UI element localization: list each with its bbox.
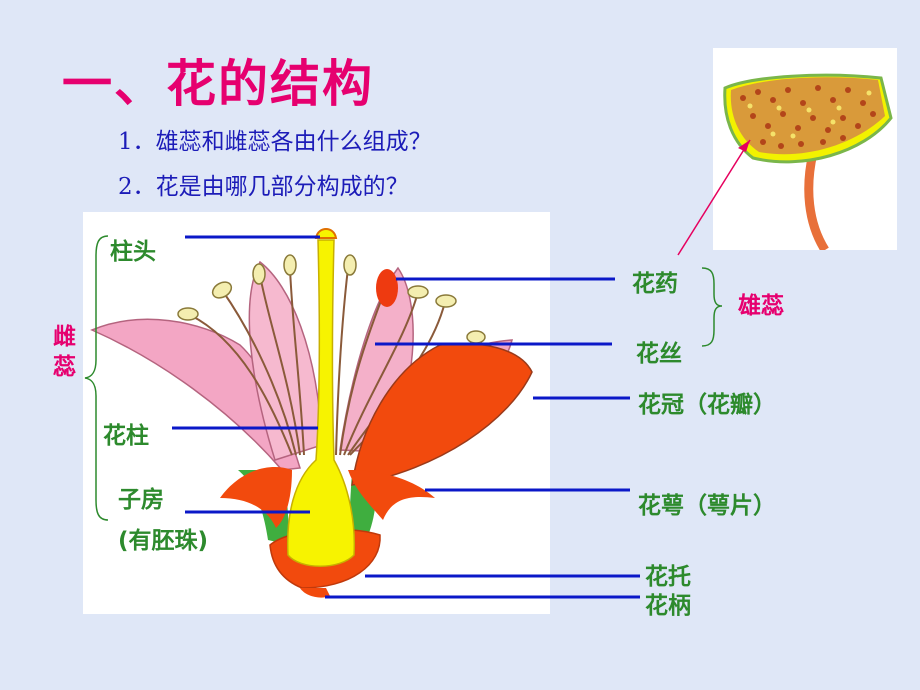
inset-arrowhead [738, 140, 750, 152]
anther-closeup-illustration [723, 73, 893, 253]
anthers [177, 254, 486, 344]
label-pistil-char-2: 蕊 [53, 354, 76, 380]
pointer-lines [172, 235, 640, 599]
pistil-bracket [84, 235, 109, 521]
question-2: 2．花是由哪几部分构成的？ [118, 174, 409, 200]
label-ovary: 子房 [118, 487, 164, 513]
label-calyx: 花萼（萼片） [638, 493, 776, 519]
label-style: 花柱 [103, 423, 149, 449]
label-corolla: 花冠（花瓣） [638, 392, 776, 418]
label-anther: 花药 [632, 271, 678, 297]
label-stigma: 柱头 [110, 239, 156, 265]
label-ovule: (有胚珠) [118, 528, 209, 554]
page-title: 一、花的结构 [62, 54, 374, 113]
pistil [286, 239, 356, 567]
orange-sepal-left [220, 467, 292, 528]
label-pistil-char-1: 雌 [53, 324, 76, 350]
red-anther [376, 269, 398, 307]
label-pedicel: 花柄 [645, 593, 691, 619]
label-stamen: 雄蕊 [738, 293, 784, 319]
stigma [314, 228, 338, 239]
pedicel [300, 588, 330, 598]
orange-sepal-right [348, 470, 435, 520]
label-filament: 花丝 [636, 341, 682, 367]
red-petal [351, 342, 533, 486]
question-1: 1．雄蕊和雌蕊各由什么组成？ [118, 129, 432, 155]
inset-arrow [677, 139, 751, 256]
stamen-bracket [701, 267, 723, 347]
label-receptacle: 花托 [645, 564, 691, 590]
